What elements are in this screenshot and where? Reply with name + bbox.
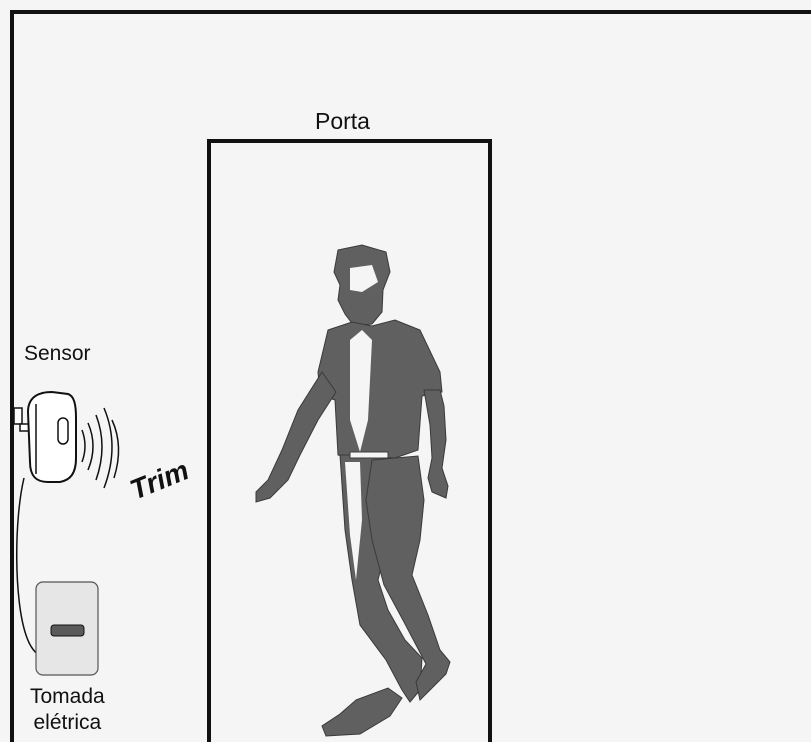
sensor-label: Sensor [24, 343, 91, 364]
door-label: Porta [315, 110, 370, 133]
signal-waves-icon [82, 408, 119, 488]
outlet-label-line1: Tomada [30, 684, 105, 710]
outlet-label-line2: elétrica [30, 710, 105, 736]
walking-person-icon [256, 245, 450, 736]
outlet-label: Tomada elétrica [30, 684, 105, 736]
power-outlet-icon [36, 582, 98, 675]
brand-logo: Trim [126, 454, 193, 505]
motion-sensor-icon [14, 392, 76, 482]
